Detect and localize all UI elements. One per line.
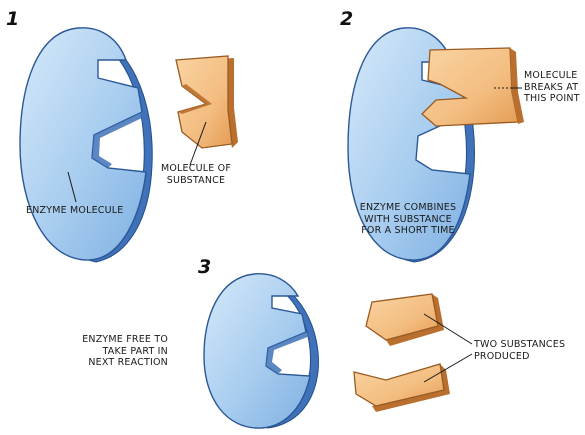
product-lower	[353, 363, 445, 407]
label-molecule-breaks: MOLECULE BREAKS AT THIS POINT	[524, 70, 580, 104]
enzyme-1	[19, 27, 147, 261]
leader-line-substance-1	[189, 121, 207, 166]
leader-line-enzyme-1	[67, 171, 77, 203]
enzyme-1-notch-shade	[92, 112, 146, 168]
step-number-3: 3	[198, 256, 212, 278]
label-two-substances: TWO SUBSTANCES PRODUCED	[474, 339, 566, 362]
label-molecule-of-substance: MOLECULE OF SUBSTANCE	[160, 163, 231, 186]
label-enzyme-molecule: ENZYME MOLECULE	[26, 205, 124, 216]
panel-2	[347, 27, 524, 263]
label-enzyme-combines: ENZYME COMBINES WITH SUBSTANCE FOR A SHO…	[359, 202, 457, 236]
product-upper	[365, 293, 439, 341]
panel-3	[203, 273, 473, 429]
step-number-1: 1	[6, 8, 20, 30]
substance-1-notch-shade	[178, 84, 212, 114]
enzyme-3	[203, 273, 311, 429]
product-upper-side	[386, 294, 444, 346]
enzyme-3-notch-shade	[266, 332, 310, 374]
step-number-2: 2	[340, 8, 354, 30]
panel-1	[19, 27, 238, 263]
product-lower-side	[372, 364, 450, 412]
substance-2-side	[510, 48, 524, 124]
label-enzyme-free: ENZYME FREE TO TAKE PART IN NEXT REACTIO…	[82, 334, 168, 368]
leader-line-product-lower	[423, 353, 473, 383]
leader-line-product-upper	[423, 313, 473, 345]
